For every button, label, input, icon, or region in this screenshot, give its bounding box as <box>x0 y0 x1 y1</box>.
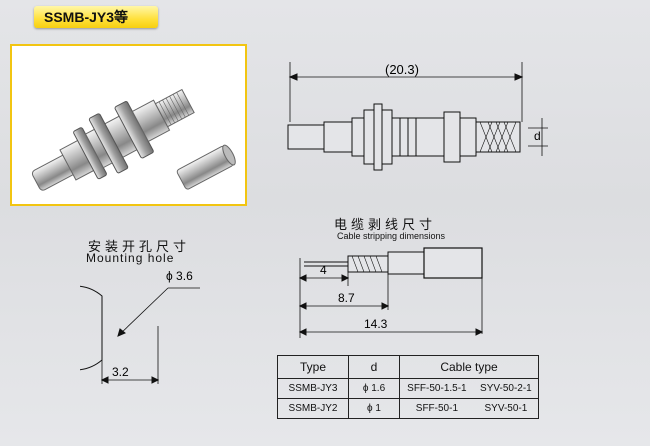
mounting-hole-drawing: ϕ 3.6 3.2 <box>80 269 200 384</box>
connector-photo-illustration <box>31 88 236 191</box>
row-cable2: SYV-50-2-1 <box>473 378 539 399</box>
row-d: ϕ 1 <box>348 398 400 419</box>
hole-diameter-dim: ϕ 3.6 <box>166 269 193 283</box>
row-cable2: SYV-50-1 <box>473 398 539 419</box>
diameter-d-label: d <box>534 129 541 143</box>
mounting-hole-title-en: Mounting hole <box>86 251 175 265</box>
hole-flat-dim: 3.2 <box>112 365 129 379</box>
product-title: SSMB-JY3等 <box>34 6 158 28</box>
row-type: SSMB-JY2 <box>277 398 349 419</box>
connector-side-drawing: (20.3) d <box>287 62 548 171</box>
header-cable-type: Cable type <box>399 355 539 379</box>
cable-stripping-drawing: 4 8.7 14.3 <box>298 247 484 338</box>
strip-dim-8-7: 8.7 <box>338 291 355 305</box>
table-header-row: Type d Cable type <box>277 355 539 379</box>
row-cable1: SFF-50-1 <box>398 398 474 419</box>
stripping-title-en: Cable stripping dimensions <box>337 231 446 241</box>
stripping-title-cn: 电缆剥线尺寸 <box>334 217 437 232</box>
row-type: SSMB-JY3 <box>277 378 349 399</box>
product-photo <box>10 44 247 206</box>
strip-dim-14-3: 14.3 <box>364 317 388 331</box>
strip-dim-4: 4 <box>320 263 327 277</box>
mounting-hole-title-cn: 安装开孔尺寸 <box>88 239 191 254</box>
table-row: SSMB-JY2 ϕ 1 SFF-50-1 SYV-50-1 <box>277 398 539 419</box>
overall-length-dim: (20.3) <box>385 62 419 77</box>
table-row: SSMB-JY3 ϕ 1.6 SFF-50-1.5-1 SYV-50-2-1 <box>277 378 539 399</box>
row-cable1: SFF-50-1.5-1 <box>398 378 474 399</box>
spec-table: Type d Cable type SSMB-JY3 ϕ 1.6 SFF-50-… <box>277 355 539 419</box>
row-d: ϕ 1.6 <box>348 378 400 399</box>
header-d: d <box>348 355 400 379</box>
header-type: Type <box>277 355 349 379</box>
